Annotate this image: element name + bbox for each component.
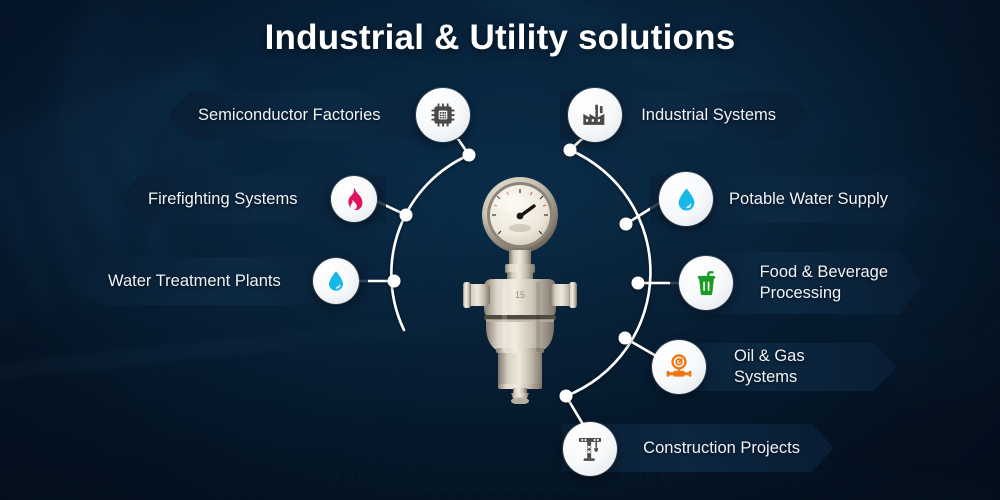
page-title: Industrial & Utility solutions <box>264 18 736 57</box>
label-text: Food & Beverage Processing <box>759 263 888 302</box>
label-text: Oil & Gas Systems <box>734 347 805 386</box>
label-text: Firefighting Systems <box>148 189 298 208</box>
label-text: Construction Projects <box>643 438 800 457</box>
label-text: Semiconductor Factories <box>198 105 381 124</box>
icon-bubble-water-treatment[interactable] <box>313 258 359 304</box>
gas-valve-icon <box>666 354 692 377</box>
water-drop-icon <box>329 271 343 291</box>
icon-bubble-oil-gas[interactable] <box>652 340 706 394</box>
label-text: Industrial Systems <box>641 105 776 124</box>
factory-icon <box>583 104 605 125</box>
label-semiconductor-factories[interactable]: Semiconductor Factories <box>168 91 460 139</box>
icon-bubble-firefighting[interactable] <box>331 176 377 222</box>
label-text: Potable Water Supply <box>729 189 888 208</box>
icon-bubble-industrial[interactable] <box>568 88 622 142</box>
pressure-reducing-valve: 15 <box>462 172 578 405</box>
svg-text:15: 15 <box>515 290 525 300</box>
icon-bubble-potable-water[interactable] <box>659 172 713 226</box>
beverage-cup-icon <box>697 270 715 295</box>
label-text: Water Treatment Plants <box>108 271 281 290</box>
crane-icon <box>579 438 601 461</box>
water-drop-icon <box>678 187 694 211</box>
microchip-icon <box>431 103 455 127</box>
icon-bubble-semiconductor[interactable] <box>416 88 470 142</box>
pressure-gauge <box>482 177 558 253</box>
icon-bubble-construction[interactable] <box>563 422 617 476</box>
icon-bubble-food-beverage[interactable] <box>679 256 733 310</box>
flame-icon <box>347 187 362 210</box>
